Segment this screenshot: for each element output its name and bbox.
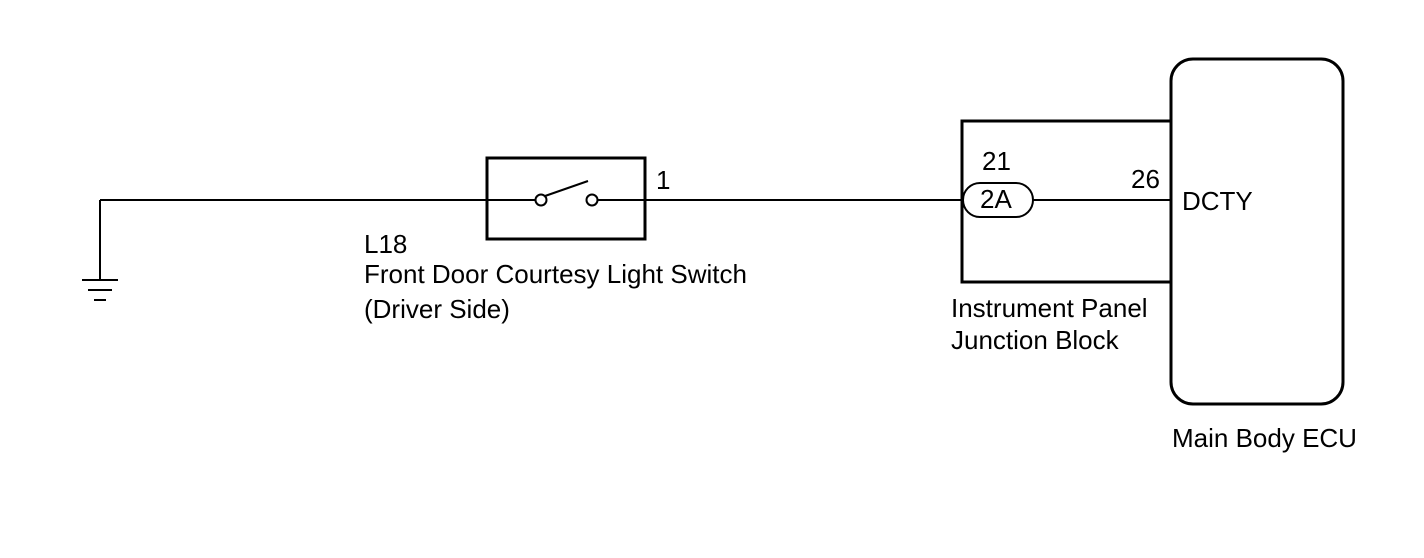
switch-pin: 1 xyxy=(656,165,671,195)
connector-label: 2A xyxy=(980,184,1012,214)
junction-pin-out: 26 xyxy=(1131,164,1160,194)
switch-name: Front Door Courtesy Light Switch xyxy=(364,259,747,289)
switch-blade xyxy=(544,180,589,197)
switch-contact-right xyxy=(585,193,599,207)
connector-2a-outline xyxy=(962,182,1034,218)
ecu-terminal: DCTY xyxy=(1182,186,1253,216)
switch-contact-left xyxy=(534,193,548,207)
ecu-name: Main Body ECU xyxy=(1172,423,1357,453)
junction-block-name-2: Junction Block xyxy=(951,325,1119,355)
junction-block-name: Instrument Panel xyxy=(951,293,1148,323)
junction-pin-in: 21 xyxy=(982,146,1011,176)
switch-side: (Driver Side) xyxy=(364,294,510,324)
switch-code: L18 xyxy=(364,229,408,259)
ground-icon xyxy=(82,200,118,301)
ecu-box xyxy=(1169,57,1345,406)
courtesy-light-switch xyxy=(485,156,647,241)
